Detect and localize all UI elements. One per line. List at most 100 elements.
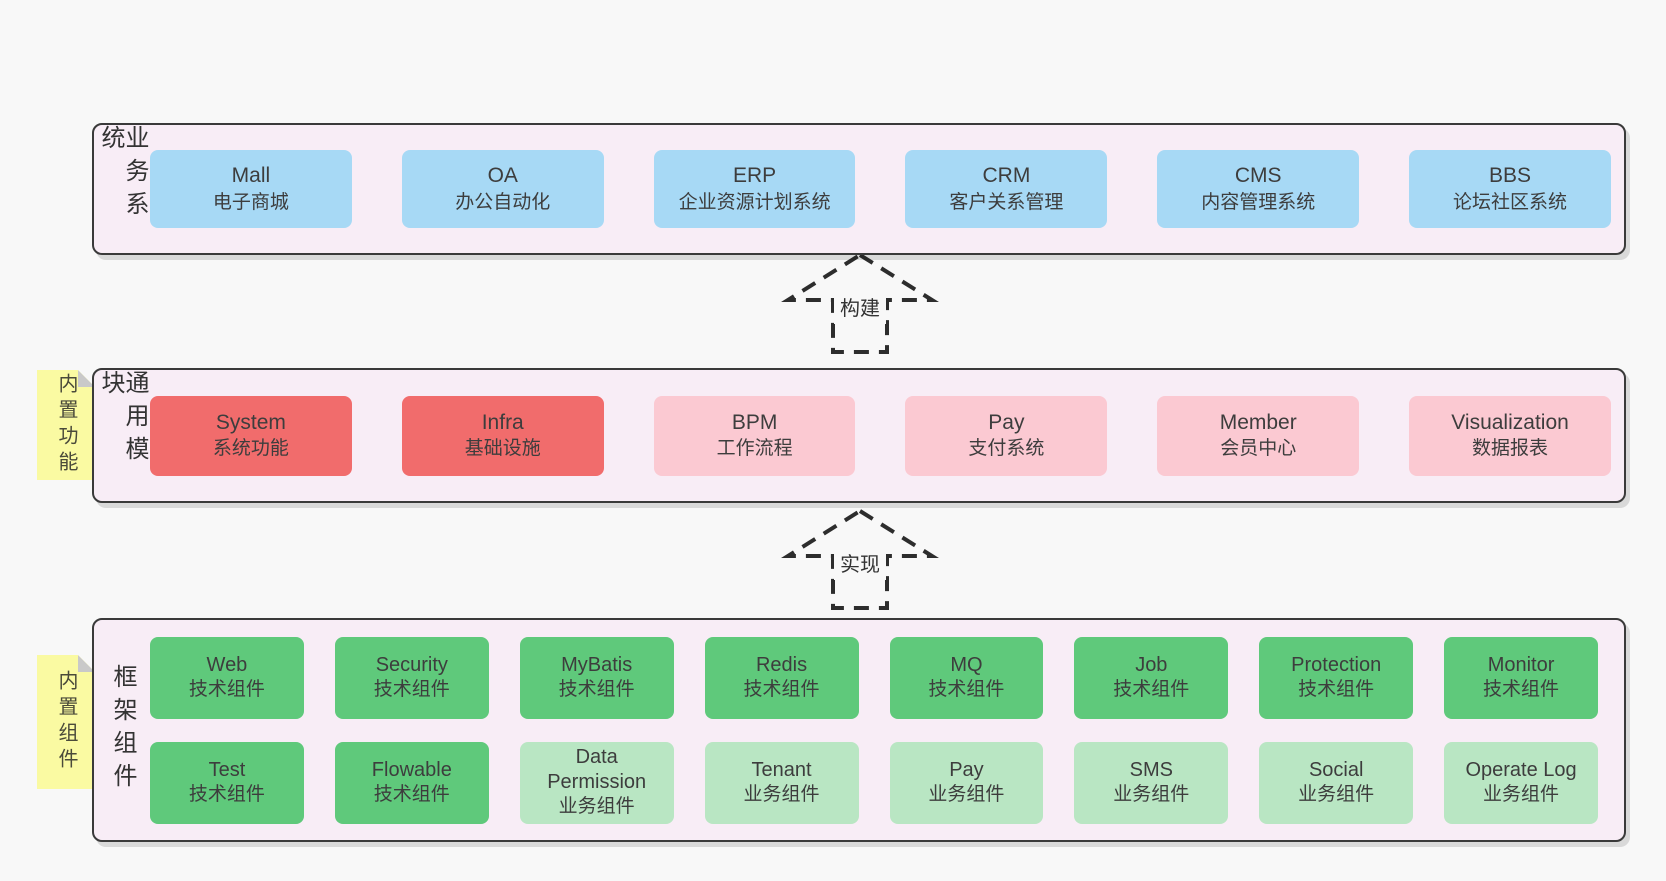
arrow-implement: 实现 xyxy=(778,508,942,612)
box-subtitle: 内容管理系统 xyxy=(1201,191,1316,213)
box-flowable: Flowable 技术组件 xyxy=(334,741,489,824)
box-title: BBS xyxy=(1489,164,1532,188)
box-subtitle: 电子商城 xyxy=(212,191,289,213)
box-subtitle: 系统功能 xyxy=(212,438,289,460)
box-test: Test 技术组件 xyxy=(150,741,304,824)
box-subtitle: 技术组件 xyxy=(1483,678,1560,700)
box-subtitle: 技术组件 xyxy=(1113,678,1190,700)
box-title: Web xyxy=(206,653,248,676)
framework-components-grid: Web 技术组件 Security 技术组件 MyBatis 技术组件 Redi… xyxy=(150,636,1624,824)
box-infra: Infra 基础设施 xyxy=(401,395,604,476)
box-member: Member 会员中心 xyxy=(1157,395,1360,476)
box-title: CRM xyxy=(982,164,1031,188)
box-visualization: Visualization 数据报表 xyxy=(1409,395,1611,476)
box-subtitle: 客户关系管理 xyxy=(949,191,1064,213)
box-title: Monitor xyxy=(1487,653,1555,676)
arrow-build: 构建 xyxy=(778,252,942,356)
box-title: Tenant xyxy=(751,758,812,781)
box-monitor: Monitor 技术组件 xyxy=(1444,636,1598,719)
sticky-text: 内置功能 xyxy=(55,373,77,477)
band-common-modules: 通用模块 System 系统功能 Infra 基础设施 BPM 工作流程 Pay… xyxy=(92,368,1626,503)
box-crm: CRM 客户关系管理 xyxy=(905,150,1108,228)
box-title: Security xyxy=(375,653,448,676)
box-subtitle: 技术组件 xyxy=(373,678,450,700)
box-subtitle: 基础设施 xyxy=(464,438,541,460)
band-label-text: 框架组件 xyxy=(109,664,136,796)
box-title: CMS xyxy=(1234,164,1282,188)
box-security: Security 技术组件 xyxy=(334,636,489,719)
band-label-text: 通用模块 xyxy=(97,370,148,469)
box-subtitle: 技术组件 xyxy=(928,678,1005,700)
box-subtitle: 工作流程 xyxy=(716,438,793,460)
box-oa: OA 办公自动化 xyxy=(401,150,604,228)
box-sms: SMS 业务组件 xyxy=(1074,741,1229,824)
arrow-implement-label: 实现 xyxy=(834,550,886,580)
box-social: Social 业务组件 xyxy=(1259,741,1414,824)
box-title: BPM xyxy=(731,410,778,434)
box-title: MyBatis xyxy=(561,653,633,676)
box-mall: Mall 电子商城 xyxy=(150,150,352,228)
box-subtitle: 办公自动化 xyxy=(455,191,551,213)
band-framework-components: 框架组件 Web 技术组件 Security 技术组件 MyBatis 技术组件… xyxy=(92,618,1626,842)
box-subtitle: 支付系统 xyxy=(968,438,1045,460)
box-title: Data Permission xyxy=(547,746,647,794)
box-title: Pay xyxy=(949,758,984,781)
box-web: Web 技术组件 xyxy=(150,636,304,719)
box-title: Pay xyxy=(988,410,1025,434)
sticky-fold-corner-icon xyxy=(78,370,95,387)
box-title: Protection xyxy=(1291,653,1382,676)
box-subtitle: 技术组件 xyxy=(743,678,820,700)
band-business-systems: 业务系统 Mall 电子商城 OA 办公自动化 ERP 企业资源计划系统 CRM… xyxy=(92,123,1626,255)
box-subtitle: 数据报表 xyxy=(1472,438,1549,460)
box-subtitle: 业务组件 xyxy=(743,783,820,805)
band-label-text: 业务系统 xyxy=(97,125,148,224)
box-mq: MQ 技术组件 xyxy=(889,636,1044,719)
box-subtitle: 业务组件 xyxy=(1483,783,1560,805)
sticky-built-in-components: 内置组件 xyxy=(37,655,95,789)
box-title: Social xyxy=(1308,758,1364,781)
box-title: Infra xyxy=(481,410,524,434)
band-business-systems-label: 业务系统 xyxy=(94,125,150,253)
box-title: MQ xyxy=(950,653,983,676)
box-title: Job xyxy=(1135,653,1168,676)
box-title: Member xyxy=(1219,410,1297,434)
box-tenant: Tenant 业务组件 xyxy=(704,741,859,824)
sticky-text: 内置组件 xyxy=(55,670,77,774)
box-pay: Pay 支付系统 xyxy=(905,395,1108,476)
box-subtitle: 技术组件 xyxy=(1298,678,1375,700)
box-subtitle: 论坛社区系统 xyxy=(1453,191,1568,213)
box-title: OA xyxy=(487,164,518,188)
dashed-up-arrow-icon xyxy=(781,508,939,610)
box-subtitle: 会员中心 xyxy=(1220,438,1297,460)
box-title: Test xyxy=(208,758,246,781)
box-title: Flowable xyxy=(371,758,452,781)
box-bbs: BBS 论坛社区系统 xyxy=(1409,150,1611,228)
box-title: ERP xyxy=(732,164,777,188)
box-subtitle: 技术组件 xyxy=(188,783,265,805)
box-subtitle: 业务组件 xyxy=(928,783,1005,805)
box-subtitle: 业务组件 xyxy=(1113,783,1190,805)
arrow-build-label: 构建 xyxy=(834,294,886,324)
band-common-modules-label: 通用模块 xyxy=(94,370,150,501)
common-modules-row: System 系统功能 Infra 基础设施 BPM 工作流程 Pay 支付系统… xyxy=(150,395,1624,476)
band-framework-components-label: 框架组件 xyxy=(94,620,150,840)
dashed-up-arrow-icon xyxy=(781,252,939,354)
box-subtitle: 技术组件 xyxy=(373,783,450,805)
box-title: Operate Log xyxy=(1465,758,1577,781)
box-subtitle: 技术组件 xyxy=(188,678,265,700)
box-title: Mall xyxy=(231,164,271,188)
box-protection: Protection 技术组件 xyxy=(1259,636,1414,719)
box-title: System xyxy=(215,410,286,434)
box-subtitle: 企业资源计划系统 xyxy=(678,191,831,213)
box-system: System 系统功能 xyxy=(150,395,352,476)
box-title: Visualization xyxy=(1451,410,1569,434)
box-title: SMS xyxy=(1129,758,1173,781)
box-erp: ERP 企业资源计划系统 xyxy=(653,150,856,228)
box-data-permission: Data Permission 业务组件 xyxy=(519,741,674,824)
box-mybatis: MyBatis 技术组件 xyxy=(519,636,674,719)
box-subtitle: 业务组件 xyxy=(558,796,635,818)
sticky-fold-corner-icon xyxy=(78,655,95,672)
business-systems-row: Mall 电子商城 OA 办公自动化 ERP 企业资源计划系统 CRM 客户关系… xyxy=(150,150,1624,228)
sticky-built-in-features: 内置功能 xyxy=(37,370,95,480)
